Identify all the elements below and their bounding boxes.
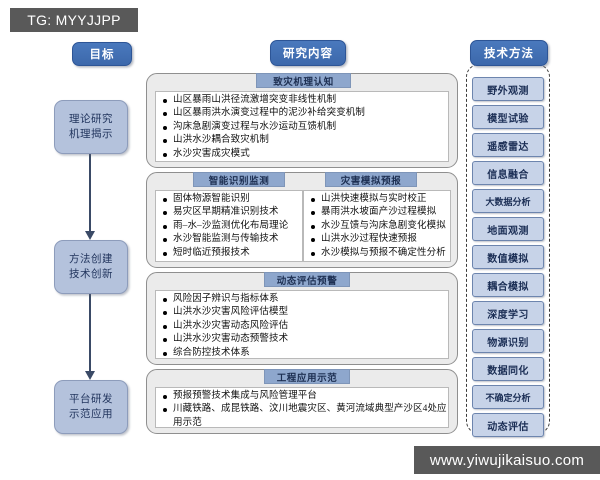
- list-item: 山洪水沙灾害动态预警技术: [160, 333, 448, 346]
- list-item: 山洪水沙耦合致灾机制: [160, 134, 448, 147]
- method-item-5: 地面观测: [472, 217, 544, 241]
- stage-box-theory: 理论研究 机理揭示: [54, 100, 128, 154]
- watermark-top: TG: MYYJJPP: [10, 8, 138, 32]
- panel-monitoring-and-forecast: 智能识别监测 灾害模拟预报 固体物源智能识别 易灾区早期精准识别技术 雨–水–沙…: [146, 172, 458, 268]
- method-item-11: 不确定分析: [472, 385, 544, 409]
- list-item: 固体物源智能识别: [160, 193, 302, 206]
- stage-line-1: 平台研发: [69, 393, 113, 405]
- column-header-goal: 目标: [72, 42, 132, 66]
- stage-line-1: 方法创建: [69, 253, 113, 265]
- method-item-12: 动态评估: [472, 413, 544, 437]
- bullet-listbox-intelligent-monitoring: 固体物源智能识别 易灾区早期精准识别技术 雨–水–沙监测优化布局理论 水沙智能监…: [155, 190, 303, 262]
- panel-title-tab-disaster-simulation: 灾害模拟预报: [325, 172, 417, 187]
- panel-engineering-application: 工程应用示范 预报预警技术集成与风险管理平台 川藏铁路、成昆铁路、汶川地震灾区、…: [146, 369, 458, 434]
- list-item: 水沙灾害成灾模式: [160, 148, 448, 161]
- stage-line-2: 技术创新: [69, 269, 113, 280]
- list-item: 易灾区早期精准识别技术: [160, 206, 302, 219]
- panel-hazard-mechanism: 致灾机理认知 山区暴雨山洪径流激增突变非线性机制 山区暴雨洪水演变过程中的泥沙补…: [146, 73, 458, 168]
- method-item-9: 物源识别: [472, 329, 544, 353]
- list-item: 川藏铁路、成昆铁路、汶川地震灾区、黄河流域典型产沙区4处应用示范: [160, 403, 448, 427]
- stage-line-2: 机理揭示: [69, 129, 113, 140]
- column-header-technical-methods: 技术方法: [470, 40, 548, 66]
- list-item: 山洪快速模拟与实时校正: [308, 193, 450, 206]
- method-item-1: 模型试验: [472, 105, 544, 129]
- method-item-6: 数值模拟: [472, 245, 544, 269]
- bullet-list: 山洪快速模拟与实时校正 暴雨洪水坡面产沙过程模拟 水沙互馈与沟床急剧变化模拟 山…: [304, 191, 450, 260]
- stage-line-1: 理论研究: [69, 113, 113, 125]
- bullet-listbox-disaster-simulation: 山洪快速模拟与实时校正 暴雨洪水坡面产沙过程模拟 水沙互馈与沟床急剧变化模拟 山…: [303, 190, 451, 262]
- list-item: 暴雨洪水坡面产沙过程模拟: [308, 206, 450, 219]
- method-item-0: 野外观测: [472, 77, 544, 101]
- method-item-8: 深度学习: [472, 301, 544, 325]
- bullet-listbox: 风险因子辨识与指标体系 山洪水沙灾害风险评估模型 山洪水沙灾害动态风险评估 山洪…: [155, 290, 449, 359]
- panel-title-tab-intelligent-monitoring: 智能识别监测: [193, 172, 285, 187]
- arrow-method-to-platform: [85, 293, 95, 380]
- stage-box-method: 方法创建 技术创新: [54, 240, 128, 294]
- arrow-theory-to-method: [85, 153, 95, 240]
- list-item: 雨–水–沙监测优化布局理论: [160, 220, 302, 233]
- method-item-4: 大数据分析: [472, 189, 544, 213]
- method-item-3: 信息融合: [472, 161, 544, 185]
- panel-title-tab: 动态评估预警: [264, 272, 350, 287]
- stage-line-2: 示范应用: [69, 409, 113, 420]
- bullet-list: 固体物源智能识别 易灾区早期精准识别技术 雨–水–沙监测优化布局理论 水沙智能监…: [156, 191, 302, 260]
- list-item: 山区暴雨洪水演变过程中的泥沙补给突变机制: [160, 107, 448, 120]
- panel-title-tab: 工程应用示范: [264, 369, 350, 384]
- list-item: 山区暴雨山洪径流激增突变非线性机制: [160, 94, 448, 107]
- bullet-listbox: 山区暴雨山洪径流激增突变非线性机制 山区暴雨洪水演变过程中的泥沙补给突变机制 沟…: [155, 91, 449, 162]
- list-item: 山洪水沙过程快速预报: [308, 233, 450, 246]
- panel-dynamic-assessment: 动态评估预警 风险因子辨识与指标体系 山洪水沙灾害风险评估模型 山洪水沙灾害动态…: [146, 272, 458, 365]
- panel-title-tab: 致灾机理认知: [256, 73, 351, 88]
- list-item: 水沙互馈与沟床急剧变化模拟: [308, 220, 450, 233]
- list-item: 沟床急剧演变过程与水沙运动互馈机制: [160, 121, 448, 134]
- list-item: 预报预警技术集成与风险管理平台: [160, 390, 448, 403]
- list-item: 水沙智能监测与传输技术: [160, 233, 302, 246]
- bullet-list: 预报预警技术集成与风险管理平台 川藏铁路、成昆铁路、汶川地震灾区、黄河流域典型产…: [156, 388, 448, 427]
- column-header-research-content: 研究内容: [270, 40, 346, 66]
- bullet-list: 风险因子辨识与指标体系 山洪水沙灾害风险评估模型 山洪水沙灾害动态风险评估 山洪…: [156, 291, 448, 358]
- list-item: 短时临近预报技术: [160, 247, 302, 260]
- list-item: 水沙模拟与预报不确定性分析: [308, 247, 450, 260]
- stage-box-platform: 平台研发 示范应用: [54, 380, 128, 434]
- watermark-bottom: www.yiwujikaisuo.com: [414, 446, 600, 474]
- method-item-2: 遥感雷达: [472, 133, 544, 157]
- list-item: 山洪水沙灾害风险评估模型: [160, 306, 448, 319]
- bullet-listbox: 预报预警技术集成与风险管理平台 川藏铁路、成昆铁路、汶川地震灾区、黄河流域典型产…: [155, 387, 449, 428]
- method-item-10: 数据同化: [472, 357, 544, 381]
- list-item: 风险因子辨识与指标体系: [160, 293, 448, 306]
- list-item: 山洪水沙灾害动态风险评估: [160, 320, 448, 333]
- method-item-7: 耦合模拟: [472, 273, 544, 297]
- list-item: 综合防控技术体系: [160, 347, 448, 358]
- bullet-list: 山区暴雨山洪径流激增突变非线性机制 山区暴雨洪水演变过程中的泥沙补给突变机制 沟…: [156, 92, 448, 161]
